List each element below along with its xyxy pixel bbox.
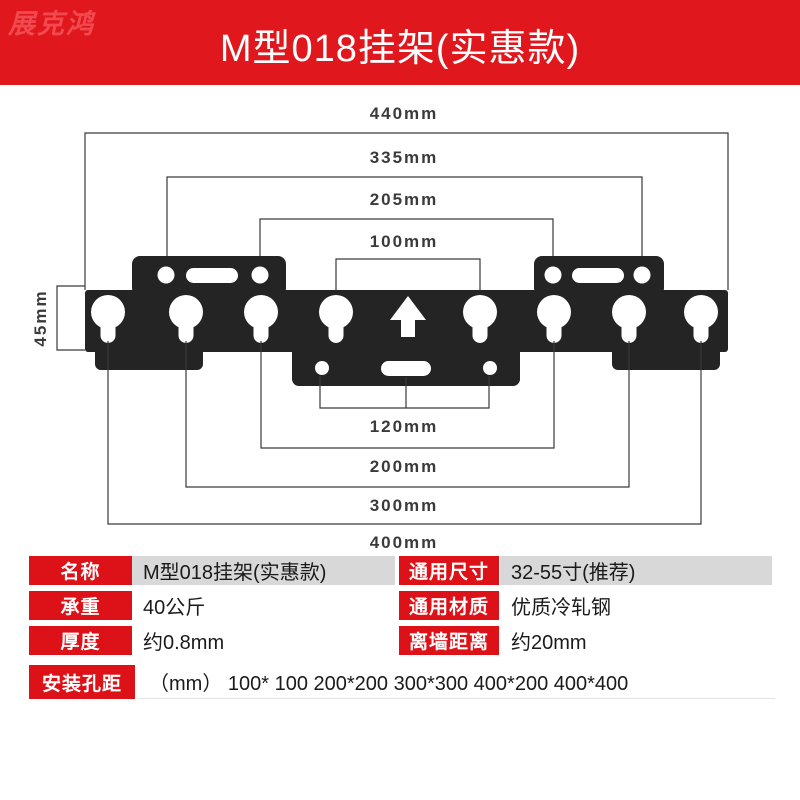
spec-value-thickness: 约0.8mm: [143, 632, 225, 654]
dim-300-label: 300mm: [370, 496, 439, 515]
spec-label-wall-distance: 离墙距离: [399, 626, 499, 655]
dim-top-group: 440mm 335mm 205mm 100mm: [84, 104, 729, 305]
brand-logo: 展克鸿: [8, 9, 95, 39]
keyhole-slots: [91, 295, 718, 343]
spec-label-size: 通用尺寸: [399, 556, 499, 585]
dim-side-group: 45mm: [31, 285, 85, 351]
tab-hole: [633, 266, 651, 284]
spec-label-load: 承重: [29, 591, 132, 620]
dim-400-line: [107, 341, 702, 525]
tab-hole: [251, 266, 269, 284]
spec-value-load: 40公斤: [143, 597, 206, 619]
spec-label-thickness: 厚度: [29, 626, 132, 655]
tab-hole: [157, 266, 175, 284]
bracket-dimension-diagram: 440mm 335mm 205mm 100mm 45mm: [31, 104, 729, 552]
dim-300-line: [185, 341, 630, 488]
tab-slot: [572, 268, 624, 283]
spec-value-material: 优质冷轧钢: [511, 597, 611, 619]
dim-200-line: [260, 341, 555, 449]
spec-label-hole-pattern: 安装孔距: [29, 665, 135, 699]
dim-205-line: [259, 218, 554, 275]
dim-200-label: 200mm: [370, 457, 439, 476]
spec-value-size: 32-55寸(推荐): [500, 556, 772, 585]
dim-bottom-group: 120mm 200mm 300mm 400mm: [107, 341, 702, 552]
spec-value-wall-distance: 约20mm: [511, 632, 587, 654]
dim-45-label: 45mm: [31, 289, 50, 346]
dim-440-label: 440mm: [370, 104, 439, 123]
dim-45-line: [56, 285, 85, 351]
dim-100-label: 100mm: [370, 232, 439, 251]
page-title: M型018挂架(实惠款): [219, 28, 581, 70]
dim-120-line: [319, 376, 490, 409]
dim-335-label: 335mm: [370, 148, 439, 167]
dim-400-label: 400mm: [370, 533, 439, 552]
dim-205-label: 205mm: [370, 190, 439, 209]
tab-hole: [483, 361, 497, 375]
dim-440-line: [84, 132, 729, 290]
tab-hole: [315, 361, 329, 375]
spec-label-name: 名称: [29, 556, 132, 585]
tab-slot: [186, 268, 238, 283]
spec-label-material: 通用材质: [399, 591, 499, 620]
header-banner: 展克鸿 M型018挂架(实惠款): [0, 0, 800, 85]
tab-slot: [381, 361, 431, 376]
dim-100-line: [335, 258, 481, 305]
spec-value-hole-pattern: （mm） 100* 100 200*200 300*300 400*200 40…: [138, 665, 775, 699]
dim-120-label: 120mm: [370, 417, 439, 436]
bracket-illustration: [85, 256, 728, 386]
spec-value-name: M型018挂架(实惠款): [132, 556, 395, 585]
dim-335-line: [166, 176, 643, 275]
tab-hole: [544, 266, 562, 284]
up-arrow-icon: [390, 296, 426, 337]
